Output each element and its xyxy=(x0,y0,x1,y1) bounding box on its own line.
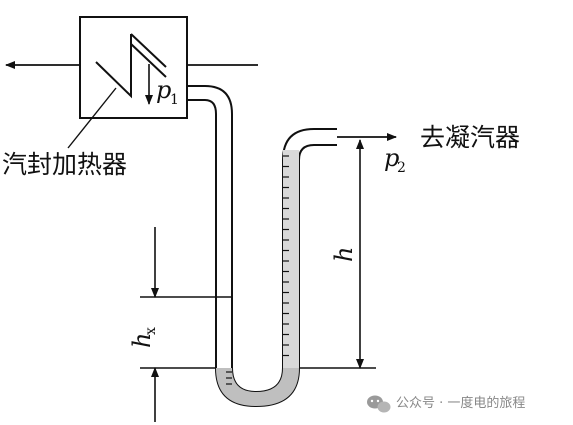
svg-text:1: 1 xyxy=(170,92,179,108)
scale-marks-left xyxy=(226,371,232,385)
condenser-label: 去凝汽器 xyxy=(420,123,520,152)
heater-tube-zigzag-front xyxy=(95,41,167,99)
heater-label: 汽封加热器 xyxy=(2,150,127,179)
manometer-liquid-bottom xyxy=(216,368,299,406)
height-h-label: h xyxy=(330,247,358,262)
height-hx-label: h x xyxy=(128,327,159,348)
svg-text:x: x xyxy=(143,327,159,335)
pressure-1-label: p 1 xyxy=(156,76,179,108)
u-tube xyxy=(187,85,337,408)
svg-text:p: p xyxy=(156,76,171,104)
scale-marks xyxy=(283,155,289,357)
pressure-2-label: p 2 xyxy=(384,144,406,176)
svg-text:h: h xyxy=(128,333,156,348)
watermark: 公众号 · 一度电的旅程 xyxy=(367,395,525,413)
heater-tube-zigzag-back xyxy=(130,33,167,68)
height-dimension-h xyxy=(300,139,376,369)
svg-text:2: 2 xyxy=(397,160,406,176)
manometer-liquid-column xyxy=(283,150,299,368)
steam-seal-heater xyxy=(79,16,188,119)
svg-text:p: p xyxy=(384,144,399,172)
heater-leader-line xyxy=(67,87,117,149)
wechat-icon xyxy=(367,395,391,413)
watermark-text: 公众号 · 一度电的旅程 xyxy=(396,395,525,411)
height-dimension-hx xyxy=(140,227,232,422)
